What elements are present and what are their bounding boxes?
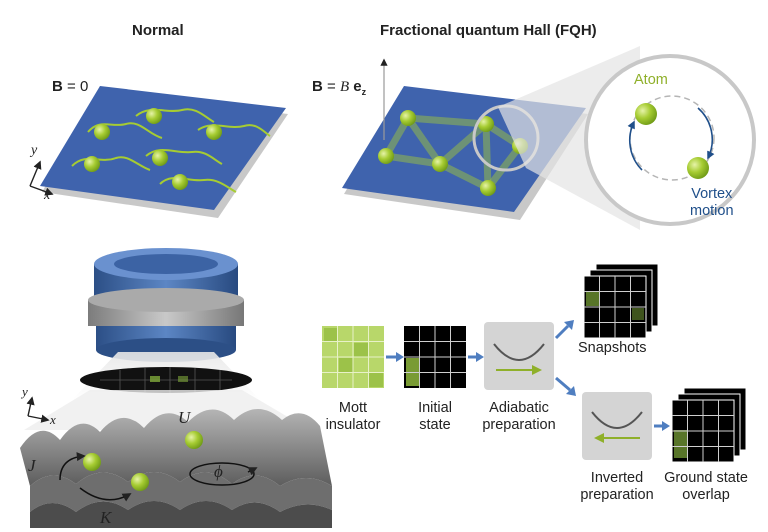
adiabatic-box <box>484 322 554 390</box>
lattice-U: U <box>178 408 191 427</box>
snapshots-label: Snapshots <box>578 340 647 356</box>
image-plane <box>80 367 252 393</box>
bottom-axis-x: x <box>50 412 56 427</box>
normal-plane-panel <box>40 86 288 218</box>
initial-grid <box>404 326 466 388</box>
top-axes-icon <box>29 160 54 196</box>
ground-state-stack <box>671 387 747 463</box>
b-fqh-label: B = B ez <box>312 78 367 97</box>
mott-grid <box>322 326 384 388</box>
bottom-axes-icon <box>26 396 50 423</box>
lattice-K: K <box>100 508 112 527</box>
top-axis-x: x <box>44 188 51 203</box>
hopping-arrows <box>59 452 258 502</box>
atom-label: Atom <box>634 72 668 88</box>
b-zero-label: B = 0 <box>52 78 89 95</box>
top-axis-y: y <box>31 143 38 158</box>
fqh-heading: Fractional quantum Hall (FQH) <box>380 22 597 39</box>
objective-lens <box>88 248 244 362</box>
bottom-axis-y: y <box>22 384 28 399</box>
lattice-atoms <box>83 431 203 491</box>
normal-plane <box>40 86 286 210</box>
magnifier-large <box>584 54 756 226</box>
flow-arrows <box>386 320 670 431</box>
fqh-atoms <box>378 110 528 196</box>
normal-heading: Normal <box>132 22 184 39</box>
snapshots-stack <box>583 263 659 339</box>
lattice-phi: ϕ <box>214 462 223 481</box>
lattice-J: J <box>28 456 36 475</box>
fqh-plane-panel <box>342 46 756 230</box>
inverted-box <box>582 392 652 460</box>
normal-atoms <box>84 108 222 190</box>
